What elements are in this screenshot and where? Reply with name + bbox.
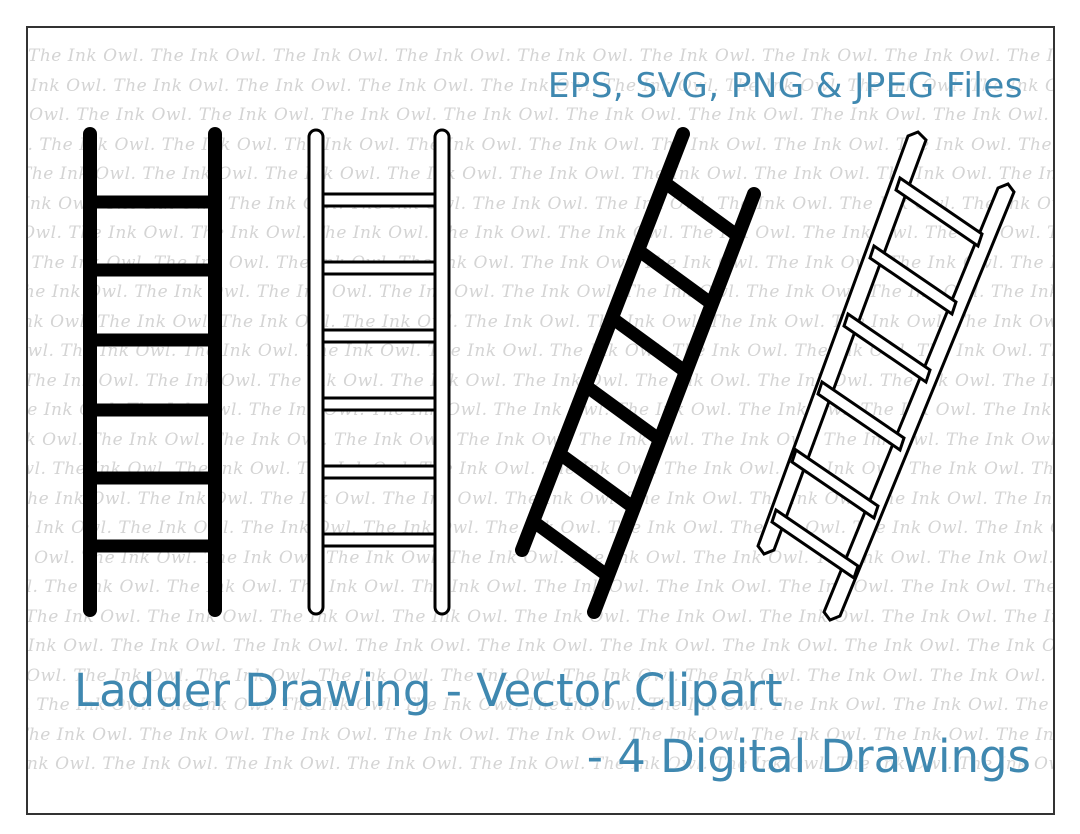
outline-leaning-ladder-icon (756, 130, 1016, 622)
solid-leaning-ladder-icon (515, 127, 761, 619)
product-title: Ladder Drawing - Vector Clipart (74, 664, 783, 717)
solid-straight-ladder-icon (83, 127, 222, 617)
outline-straight-ladder-icon (307, 128, 451, 616)
clipart-preview-card: The Ink Owl. The Ink Owl. The Ink Owl. T… (26, 26, 1055, 815)
ladder-artwork (83, 127, 1016, 622)
file-formats-label: EPS, SVG, PNG & JPEG Files (547, 66, 1023, 106)
product-subtitle: - 4 Digital Drawings (586, 730, 1031, 783)
